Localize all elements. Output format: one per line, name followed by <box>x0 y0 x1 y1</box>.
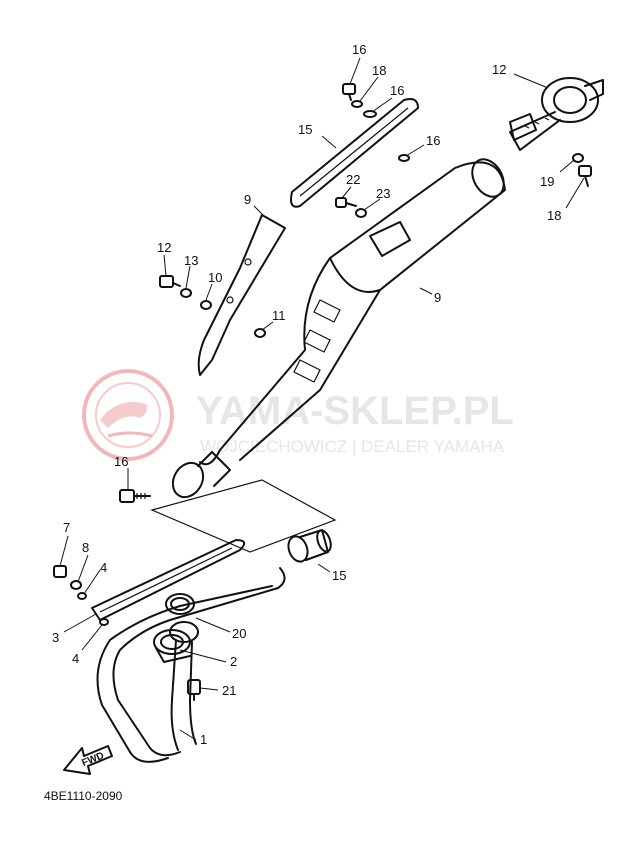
part-12-spark-arrester <box>509 77 604 151</box>
callout-9-a: 10 <box>208 270 222 285</box>
callout-2: 2 <box>230 654 237 669</box>
joint-outline <box>150 479 337 553</box>
callout-7: 9 <box>434 290 441 305</box>
callout-10: 12 <box>157 240 171 255</box>
callout-16-a: 16 <box>390 83 404 98</box>
callout-8: 9 <box>244 192 251 207</box>
hardware-17-18-16 <box>342 83 410 162</box>
callout-3: 3 <box>52 630 59 645</box>
part-13-gasket <box>287 529 332 563</box>
fwd-arrow: FWD <box>63 745 113 775</box>
leader-lines <box>59 57 585 741</box>
watermark: YAMA-SKLEP.PL WOJCIECHOWICZ | DEALER YAM… <box>82 369 514 461</box>
callout-1: 1 <box>200 732 207 747</box>
watermark-logo <box>82 369 174 461</box>
callout-15: 15 <box>298 122 312 137</box>
hardware-23-24 <box>335 197 367 218</box>
part-8-bracket <box>197 214 286 376</box>
diagram-code: 4BE1110-2090 <box>44 789 123 803</box>
callout-18: 18 <box>372 63 386 78</box>
callout-4-b: 4 <box>72 651 79 666</box>
part-22-bolt <box>187 679 201 701</box>
part-7-muffler <box>171 158 506 499</box>
part-21-gasket <box>165 593 195 615</box>
callout-4-a: 4 <box>100 560 107 575</box>
callout-14: 16 <box>114 454 128 469</box>
callout-13: 15 <box>332 568 346 583</box>
callout-16-b: 16 <box>426 133 440 148</box>
callout-17: 16 <box>352 42 366 57</box>
callout-20: 19 <box>540 174 554 189</box>
hardware-10-11-9 <box>159 275 266 338</box>
callout-11: 13 <box>184 253 198 268</box>
callout-labels: 16 18 16 15 16 12 19 18 22 23 9 12 13 10… <box>52 42 561 747</box>
callout-9-b: 11 <box>272 308 286 323</box>
watermark-title: YAMA-SKLEP.PL <box>196 389 514 433</box>
part-3-protector <box>91 539 246 621</box>
callout-24: 23 <box>376 186 390 201</box>
part-1-exhaust-pipe <box>96 567 286 763</box>
part-19-20-bolt-washer <box>572 153 592 187</box>
callout-22: 21 <box>222 683 236 698</box>
callout-23: 22 <box>346 172 360 187</box>
part-14-bolt <box>119 489 151 503</box>
callout-12: 12 <box>492 62 506 77</box>
part-2-flange <box>153 629 191 663</box>
watermark-subtitle: WOJCIECHOWICZ | DEALER YAMAHA <box>200 437 505 456</box>
callout-19: 18 <box>547 208 561 223</box>
part-15-protector <box>290 98 419 208</box>
callout-6: 8 <box>82 540 89 555</box>
callout-5: 7 <box>63 520 70 535</box>
callout-21: 20 <box>232 626 246 641</box>
